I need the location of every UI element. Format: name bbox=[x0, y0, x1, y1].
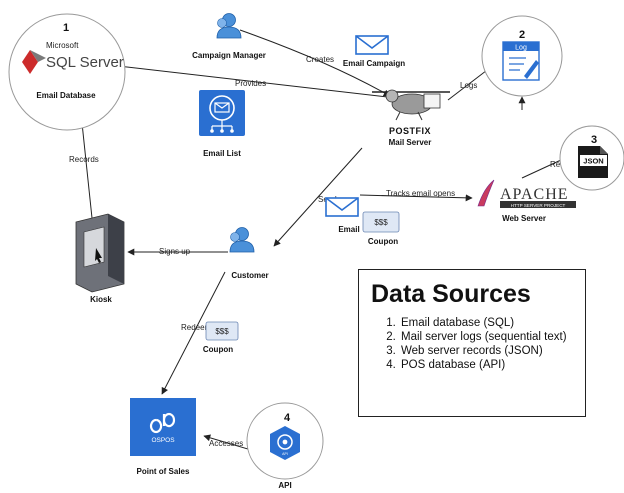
edge-label-logs: Logs bbox=[460, 81, 477, 90]
email-list-label: Email List bbox=[203, 149, 241, 158]
api-label: API bbox=[278, 481, 291, 490]
legend-item: POS database (API) bbox=[399, 358, 573, 372]
node-email-list: Email List bbox=[199, 90, 245, 158]
api-number: 4 bbox=[284, 412, 291, 424]
data-sources-legend: Data Sources Email database (SQL) Mail s… bbox=[358, 269, 586, 417]
customer-label: Customer bbox=[231, 271, 268, 280]
legend-item: Web server records (JSON) bbox=[399, 344, 573, 358]
node-coupon-redeem: $$$ Coupon bbox=[203, 321, 239, 354]
edge-tracks bbox=[359, 194, 473, 202]
email-db-number: 1 bbox=[63, 22, 69, 34]
email-campaign-label: Email Campaign bbox=[343, 59, 405, 68]
ospos-logo-icon bbox=[130, 398, 196, 456]
node-point-of-sales: OSPOS Point of Sales bbox=[130, 398, 196, 476]
coupon-ticket-icon bbox=[205, 321, 239, 341]
email-db-label: Email Database bbox=[36, 91, 96, 100]
postfix-mouse-icon bbox=[385, 89, 441, 121]
node-email-coupon: Email $$$ Coupon bbox=[325, 197, 400, 246]
edge-label-signs-up: Signs up bbox=[159, 247, 191, 256]
log-document-icon: Log bbox=[502, 41, 540, 81]
coupon-label: Coupon bbox=[368, 237, 398, 246]
envelope-icon bbox=[325, 197, 359, 217]
edge-campaign-to-mail bbox=[239, 29, 391, 97]
legend-title: Data Sources bbox=[371, 280, 531, 308]
node-campaign-manager: Campaign Manager bbox=[192, 13, 266, 60]
customer-user-icon bbox=[229, 227, 255, 253]
api-gear-icon: API bbox=[270, 426, 300, 460]
envelope-icon bbox=[355, 35, 389, 55]
node-kiosk: Kiosk bbox=[75, 213, 125, 304]
email-label: Email bbox=[338, 225, 359, 234]
svg-text:API: API bbox=[282, 452, 288, 456]
node-email-database: 1 Microsoft SQL Server Email Database bbox=[8, 13, 126, 131]
sql-server-logo-icon: Microsoft SQL Server bbox=[22, 41, 124, 74]
node-customer: Customer bbox=[229, 227, 269, 280]
coupon-label: Coupon bbox=[203, 345, 233, 354]
edge-provides bbox=[117, 65, 397, 101]
json-file-icon: JSON bbox=[578, 146, 608, 178]
campaign-manager-label: Campaign Manager bbox=[192, 51, 266, 60]
node-json-records: 3 JSON bbox=[559, 125, 624, 191]
edge-label-redeems: Redeems bbox=[181, 323, 215, 332]
edge-label-records-db: Records bbox=[69, 155, 99, 164]
coupon-ticket-icon bbox=[362, 211, 400, 233]
web-server-label: Web Server bbox=[502, 214, 546, 223]
node-web-server: APACHE HTTP SERVER PROJECT Web Server bbox=[477, 179, 576, 223]
edge-label-creates: Creates bbox=[306, 55, 334, 64]
node-email-campaign: Email Campaign bbox=[343, 35, 405, 68]
edge-label-tracks: Tracks email opens bbox=[386, 189, 455, 198]
email-list-icon bbox=[199, 90, 245, 136]
edge-label-accesses: Accesses bbox=[209, 439, 243, 448]
svg-text:Log: Log bbox=[515, 45, 527, 52]
node-api: 4 API API bbox=[246, 402, 324, 490]
pos-label: Point of Sales bbox=[137, 467, 190, 476]
json-number: 3 bbox=[591, 134, 597, 146]
apache-brand: APACHE bbox=[500, 186, 569, 203]
apache-subtitle: HTTP SERVER PROJECT bbox=[511, 203, 566, 208]
edge-sends bbox=[273, 147, 363, 247]
node-log: 2 Log bbox=[481, 15, 563, 97]
edge-redeems bbox=[161, 271, 226, 395]
node-mail-server: POSTFIX Mail Server bbox=[372, 89, 450, 147]
svg-text:Microsoft: Microsoft bbox=[46, 41, 79, 50]
postfix-brand: POSTFIX bbox=[389, 126, 431, 136]
legend-item: Email database (SQL) bbox=[399, 316, 573, 330]
svg-text:JSON: JSON bbox=[583, 157, 603, 166]
campaign-manager-user-icon bbox=[216, 13, 242, 39]
coupon-price: $$$ bbox=[215, 327, 229, 336]
svg-text:SQL Server: SQL Server bbox=[46, 54, 124, 71]
apache-feather-icon bbox=[477, 179, 495, 207]
svg-text:OSPOS: OSPOS bbox=[151, 437, 175, 444]
coupon-price: $$$ bbox=[374, 218, 388, 227]
kiosk-terminal-icon bbox=[75, 213, 125, 293]
edge-label-provides: Provides bbox=[235, 79, 266, 88]
mail-server-label: Mail Server bbox=[389, 138, 432, 147]
kiosk-label: Kiosk bbox=[90, 295, 112, 304]
legend-list: Email database (SQL) Mail server logs (s… bbox=[371, 316, 573, 372]
legend-item: Mail server logs (sequential text) bbox=[399, 330, 573, 344]
log-number: 2 bbox=[519, 29, 525, 41]
